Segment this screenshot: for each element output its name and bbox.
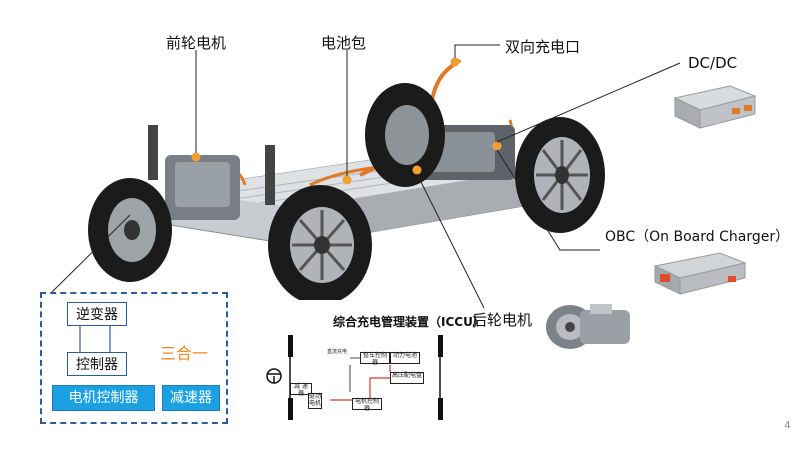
iccu-schematic: [288, 335, 443, 420]
iccu-dc-charging: 直流充电: [324, 349, 350, 360]
rear-motor-label: 后轮电机: [472, 311, 533, 329]
reducer-block: 减速器: [162, 385, 220, 411]
battery-pack-label: 电池包: [321, 34, 367, 52]
motor-controller-block: 电机控制器: [52, 385, 155, 411]
iccu-motor-controller: 电机控制器: [352, 398, 382, 411]
rear-motor-image: [546, 304, 630, 349]
iccu-drive-motor: 驱动 电机: [308, 393, 322, 409]
inverter-block: 逆变器: [67, 302, 127, 326]
steering-wheel-icon: [266, 368, 282, 384]
three-in-one-label: 三合一: [160, 344, 209, 363]
car-chassis-illustration: [88, 58, 605, 300]
iccu-title: 综合充电管理装置（ICCU）: [333, 315, 485, 329]
page-number: 4: [784, 420, 790, 431]
dcdc-label: DC/DC: [688, 54, 738, 72]
controller-block: 控制器: [67, 352, 127, 376]
dcdc-module-image: [673, 85, 757, 129]
obc-label: OBC（On Board Charger）: [605, 229, 790, 245]
iccu-power-battery: 动力电池: [390, 352, 420, 364]
iccu-reducer: 减 速 器: [290, 383, 312, 396]
obc-module-image: [653, 252, 747, 295]
front-motor-label: 前轮电机: [166, 34, 227, 52]
iccu-hv-distribution: 高压配电盘: [390, 372, 424, 384]
iccu-vehicle-controller: 整车控制器: [360, 352, 390, 365]
three-in-one-box: [40, 292, 228, 424]
charge-port-label: 双向充电口: [505, 38, 581, 56]
